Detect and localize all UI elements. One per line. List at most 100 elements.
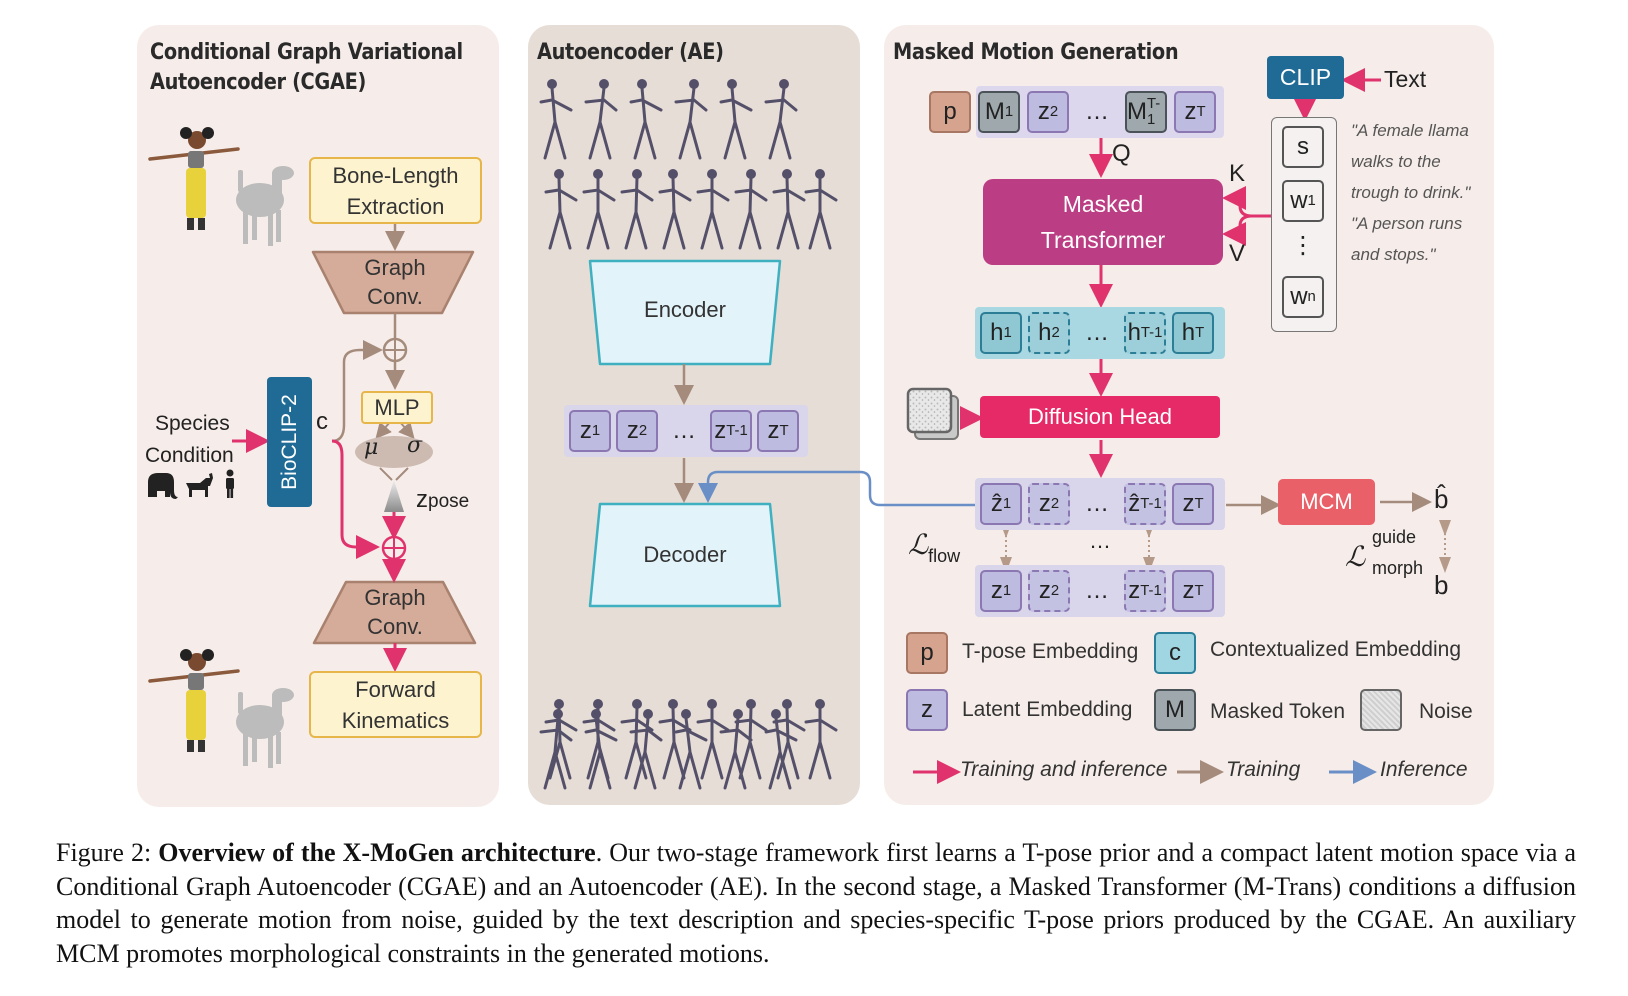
llama-top [236, 166, 294, 246]
token: … [1076, 483, 1118, 525]
token-main: M [1127, 98, 1147, 125]
skeleton-figure [804, 176, 838, 250]
token-main: h [1127, 319, 1141, 346]
token-sub: 1 [1002, 496, 1012, 512]
c-label: c [316, 408, 328, 435]
l-morph-main: ℒ [1345, 540, 1366, 573]
skeleton-figure [544, 176, 578, 250]
elephant-icon [148, 473, 178, 499]
token-sub: T [1194, 496, 1204, 512]
legend-arrow-label-inference: Inference [1380, 758, 1468, 781]
skeleton-head [779, 79, 789, 89]
token-sub: T [779, 423, 789, 439]
skeleton-figure [658, 176, 692, 250]
token: p [929, 91, 971, 133]
skeleton-sequence-top [539, 79, 838, 250]
v-label: V [1229, 240, 1246, 267]
bioclip-box: BioCLIP-2 [267, 377, 312, 507]
skeleton-head [554, 169, 564, 179]
mmg-title: Masked Motion Generation [893, 40, 1179, 65]
skeleton-figure [772, 706, 806, 780]
bone-length-label-2: Extraction [346, 193, 445, 219]
legend-swatch-masked: M [1154, 689, 1196, 731]
token-main: ẑ [990, 490, 1003, 517]
token-main: z [626, 417, 639, 444]
skeleton-head [782, 699, 792, 709]
skeleton-head [643, 709, 653, 719]
caption-body: . Our two-stage framework first learns a… [56, 838, 1576, 968]
middle-ellipsis: … [1089, 528, 1111, 553]
token-main: ⋮ [1291, 231, 1315, 259]
caption-bold: Overview of the X-MoGen architecture [158, 838, 596, 867]
token-main: z [1038, 490, 1051, 517]
token-main: h [1038, 319, 1052, 346]
token: … [663, 410, 705, 452]
token-sub: T [1196, 104, 1206, 120]
cgae-title-line1: Conditional Graph Variational [150, 40, 463, 65]
skeleton-figure [674, 716, 708, 790]
masked-transformer-label-2: Transformer [1040, 227, 1166, 253]
skeleton-figure [544, 706, 578, 780]
noise-image-front [906, 387, 953, 434]
quote2-line2: and stops." [1351, 245, 1436, 264]
figure-caption: Figure 2: Overview of the X-MoGen archit… [56, 836, 1576, 970]
legend-swatch-context: c [1154, 632, 1196, 674]
graph-conv-bottom-label-2: Conv. [367, 614, 423, 639]
token-main: z [1184, 98, 1197, 125]
token-main: z [990, 577, 1003, 604]
token-main: z [1182, 490, 1195, 517]
skeleton-figure [629, 86, 663, 160]
skeleton-figure [582, 176, 616, 250]
token: … [1076, 570, 1118, 612]
ae-title: Autoencoder (AE) [537, 40, 724, 65]
token-main: z [579, 417, 592, 444]
token-sub: 1 [1004, 104, 1014, 120]
mu-sigma-distribution [355, 436, 433, 468]
token-main: w [1290, 187, 1308, 214]
b-hat-label: b̂ [1434, 484, 1449, 514]
token-main: z [714, 417, 727, 444]
skeleton-head [707, 699, 717, 709]
skeleton-figure [620, 176, 654, 250]
skeleton-head [746, 699, 756, 709]
skeleton-figure [734, 176, 768, 250]
token-sub: T-1 [1147, 96, 1161, 128]
quote1-line2: walks to the [1351, 152, 1441, 171]
token-sub: 1 [1002, 583, 1012, 599]
l-morph-sub: morph [1372, 558, 1424, 578]
z-pose-sample-shape [384, 480, 404, 512]
token-sub: 2 [1050, 583, 1060, 599]
token-sub: T-1 [1140, 583, 1162, 599]
token-main: z [1038, 577, 1051, 604]
token-sub: T-1 [726, 423, 748, 439]
skeleton-head [547, 79, 557, 89]
token: … [1076, 91, 1118, 133]
skeleton-head [815, 169, 825, 179]
skeleton-figure [734, 706, 768, 780]
mu-label: μ [364, 435, 379, 460]
caption-prefix: Figure 2: [56, 838, 159, 867]
skeleton-figure [620, 706, 654, 780]
legend-label-masked: Masked Token [1210, 700, 1346, 723]
skeleton-head [746, 169, 756, 179]
token: … [1076, 312, 1118, 354]
l-morph-sup: guide [1372, 527, 1417, 547]
token-main: … [1085, 577, 1109, 604]
q-label: Q [1112, 140, 1131, 167]
graph-conv-bottom-label-1: Graph [364, 585, 426, 610]
skeleton-sequence-bottom [539, 699, 838, 790]
skeleton-head [632, 699, 642, 709]
quote1-line1: "A female llama [1351, 121, 1469, 140]
token-sub: n [1307, 289, 1316, 305]
skeleton-figure [764, 716, 798, 790]
